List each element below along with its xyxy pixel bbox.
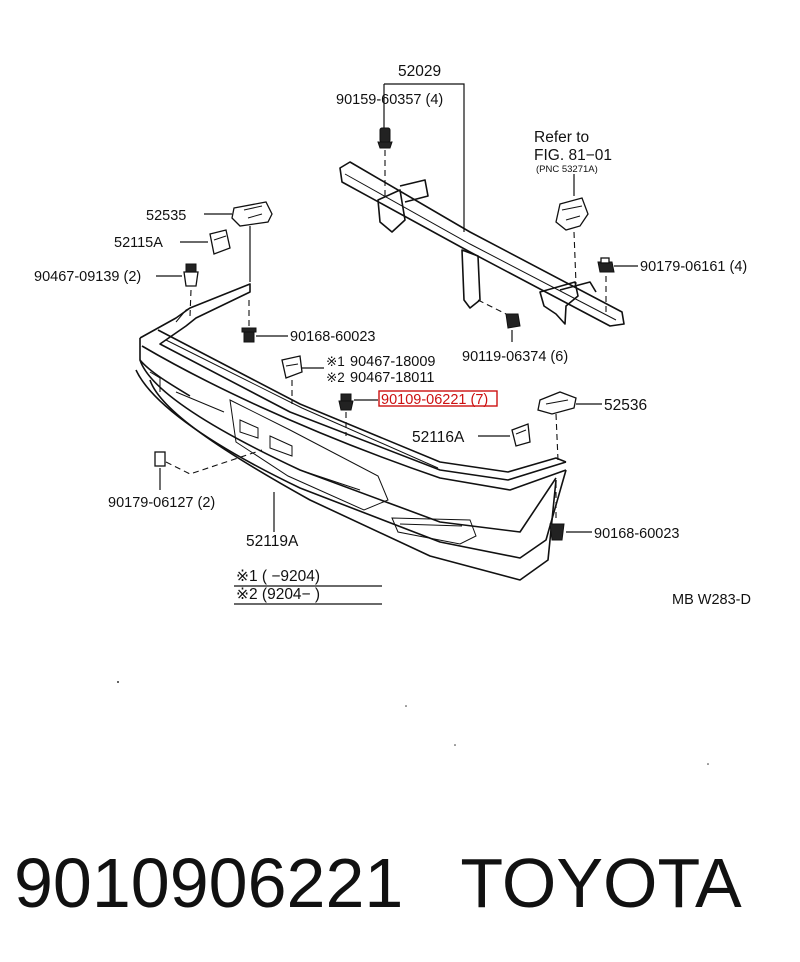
label-90168-60023-top: 90168-60023 xyxy=(290,329,375,345)
highlight-box-90109-06221[interactable] xyxy=(378,390,498,407)
note1-mark: ※1 xyxy=(326,354,345,369)
label-90467-18011: 90467-18011 xyxy=(350,370,434,386)
retainer-52116a-icon xyxy=(511,423,531,447)
nut-90179-06127-icon xyxy=(154,449,263,475)
label-refer-to: Refer to xyxy=(534,129,589,146)
label-90179-06127: 90179-06127 (2) xyxy=(108,495,215,511)
retainer-52115a-icon xyxy=(209,229,231,255)
label-pnc-53271a: (PNC 53271A) xyxy=(536,164,598,175)
retainer-52535-icon xyxy=(231,201,273,282)
label-52536: 52536 xyxy=(604,397,647,414)
label-90467-18009: 90467-18009 xyxy=(350,354,435,370)
label-52119a: 52119A xyxy=(246,533,299,550)
screw-90168-60023-bottom-icon xyxy=(549,482,565,541)
clip-90109-06221-icon xyxy=(338,393,354,436)
label-90179-06161: 90179-06161 (4) xyxy=(640,259,747,275)
leader-52029 xyxy=(384,83,465,232)
label-90109-06221[interactable]: 90109-06221 (7) xyxy=(381,392,488,408)
label-52115a: 52115A xyxy=(114,235,163,251)
note2-mark: ※2 xyxy=(326,370,345,385)
bolt-90159-60357-icon xyxy=(377,127,393,196)
legend-note2: ※2 (9204− ) xyxy=(236,586,320,603)
bumper-cover-52119a xyxy=(135,283,567,581)
nut-90119-06374-icon xyxy=(477,299,521,329)
label-52535: 52535 xyxy=(146,208,186,224)
label-52029: 52029 xyxy=(398,63,441,80)
screw-90168-60023-top-icon xyxy=(241,300,257,343)
legend-note1: ※1 ( −9204) xyxy=(236,568,320,585)
clip-90467-09139-icon xyxy=(183,263,199,317)
nut-90179-06161-icon xyxy=(597,257,615,312)
part-caption: 9010906221 TOYOTA xyxy=(14,844,742,922)
retainer-52536-icon xyxy=(537,391,577,461)
label-90159-60357: 90159-60357 (4) xyxy=(336,92,443,108)
label-90168-60023-bottom: 90168-60023 xyxy=(594,526,679,542)
reinforcement-52029 xyxy=(339,161,625,327)
diagram-code: MB W283-D xyxy=(672,592,751,608)
label-90119-06374: 90119-06374 (6) xyxy=(462,349,568,365)
bracket-53271a-icon xyxy=(555,197,589,285)
label-90467-09139: 90467-09139 (2) xyxy=(34,269,141,285)
label-52116a: 52116A xyxy=(412,429,465,446)
label-fig-81-01: FIG. 81−01 xyxy=(534,147,612,164)
